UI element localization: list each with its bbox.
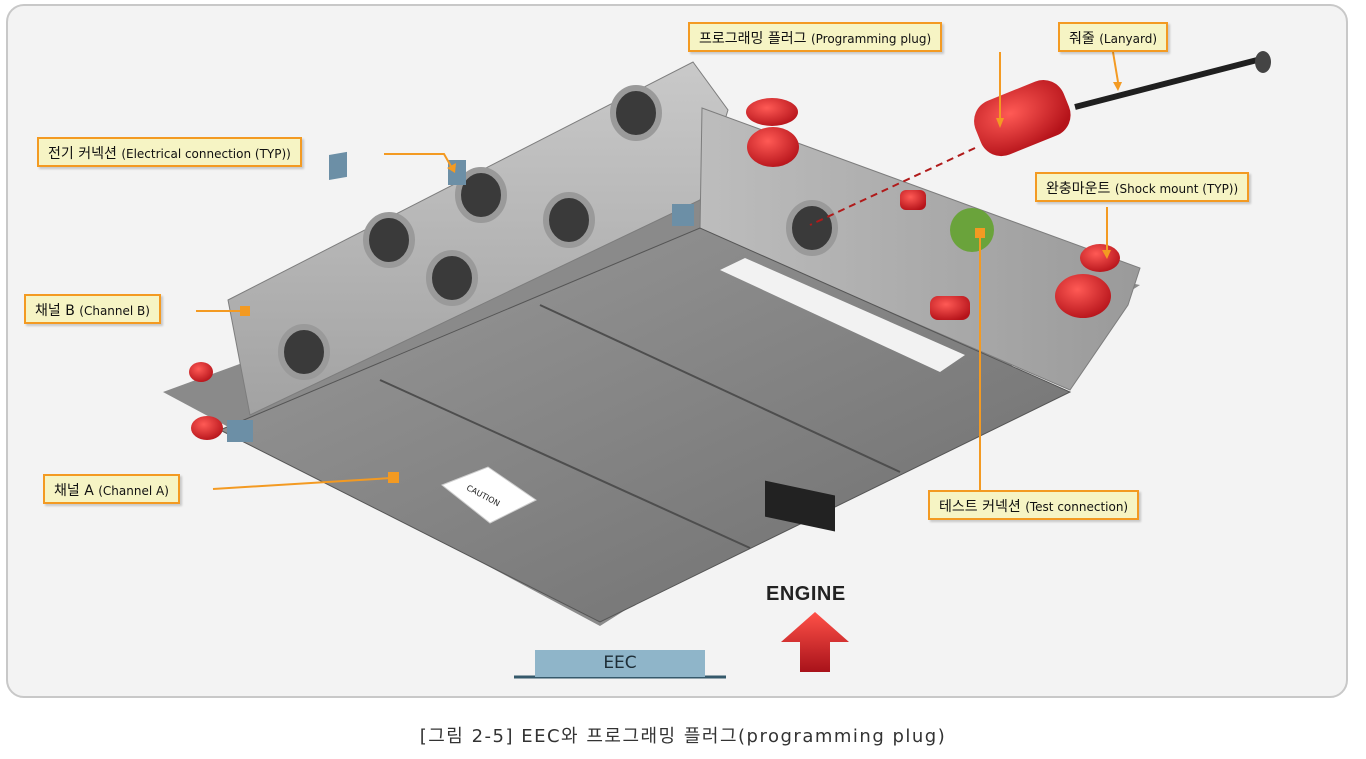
caution-sticker [441,466,537,524]
electrical-connector-group [278,85,838,380]
engine-arrow-icon [781,612,849,672]
label-lanyard: 줘줄 (Lanyard) [1058,22,1169,52]
label-programming-plug: 프로그래밍 플러그 (Programming plug) [688,22,943,52]
label-channel-a: 채널 A (Channel A) [43,474,180,504]
shock-mount-group [189,98,1120,440]
label-channel-b: 채널 B (Channel B) [24,294,161,324]
label-electrical-connection: 전기 커넥션 (Electrical connection (TYP)) [37,137,302,167]
eec-label: EEC [535,650,705,677]
label-test-connection: 테스트 커넥션 (Test connection) [928,490,1140,520]
label-shock-mount: 완충마운트 (Shock mount (TYP)) [1035,172,1250,202]
engine-label: ENGINE [766,583,846,605]
end-wall [699,107,1141,391]
programming-plug [809,51,1271,226]
figure-caption: [그림 2-5] EEC와 프로그래밍 플러그(programming plug… [419,726,947,747]
test-connection-port [950,208,994,252]
